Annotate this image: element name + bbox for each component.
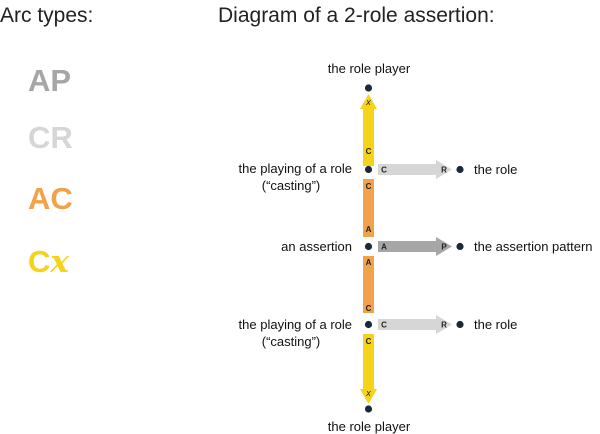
node-assertion-pattern (456, 242, 464, 251)
label-assertion: an assertion (281, 239, 352, 254)
label-lower-casting-2: (“casting”) (261, 334, 321, 349)
legend-cx-italic-x: x (50, 244, 69, 280)
legend-ac: AC (28, 181, 73, 216)
node-upper-casting (364, 165, 373, 174)
arc-label-c-upper-ac: C (366, 182, 372, 191)
heading-diagram: Diagram of a 2-role assertion: (218, 4, 495, 27)
ap-arc: A P (378, 237, 452, 256)
label-top-role-player: the role player (327, 61, 411, 76)
arc-label-x-lower: x (365, 388, 371, 398)
label-lower-role: the role (474, 317, 518, 332)
legend-ap: AP (28, 63, 72, 98)
arc-label-r-upper-cr: R (441, 166, 447, 175)
arc-label-c-lower-cx: C (366, 337, 372, 346)
node-top-role-player (364, 84, 373, 92)
arc-label-c-upper-cr: C (381, 166, 387, 175)
arc-label-c-lower-cr: C (381, 321, 387, 330)
arc-label-a-upper-ac: A (366, 225, 372, 234)
node-assertion (364, 242, 373, 251)
arc-label-c-upper-cx: C (366, 147, 372, 156)
label-upper-casting-2: (“casting”) (261, 178, 321, 193)
legend-cx-text: Cx (28, 244, 69, 280)
node-lower-casting (364, 320, 373, 329)
cx-arc-upper: x C (360, 94, 377, 166)
arc-label-c-lower-ac: C (366, 304, 372, 313)
cr-arc-upper: C R (378, 160, 452, 179)
arc-label-x-upper: x (365, 97, 371, 107)
arc-label-r-lower-cr: R (441, 321, 447, 330)
label-bottom-role-player: the role player (327, 419, 411, 434)
arc-label-a-lower-ac: A (366, 258, 372, 267)
label-assertion-pattern: the assertion pattern (474, 239, 593, 254)
ac-arc-lower: A C (363, 256, 374, 313)
node-bottom-role-player (364, 405, 373, 413)
node-lower-role (456, 320, 464, 329)
legend-cx: Cx (28, 246, 69, 278)
arc-label-p-ap: P (441, 243, 447, 252)
ac-arc-upper: C A (363, 179, 374, 237)
legend-cr: CR (28, 120, 73, 155)
label-upper-role: the role (474, 162, 518, 177)
cx-arc-lower: C x (360, 334, 377, 404)
cr-arc-lower: C R (378, 315, 452, 334)
arc-label-a-ap: A (381, 243, 387, 252)
heading-arc-types: Arc types: (0, 4, 94, 27)
node-upper-role (456, 165, 464, 174)
label-upper-casting-1: the playing of a role (238, 161, 352, 176)
label-lower-casting-1: the playing of a role (238, 317, 352, 332)
